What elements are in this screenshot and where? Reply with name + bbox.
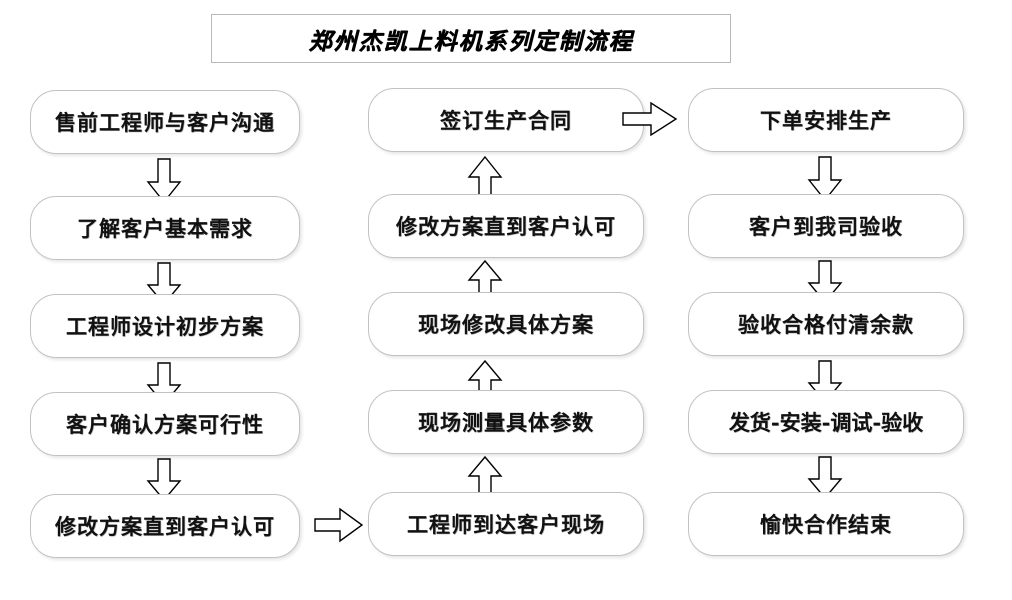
node-label: 现场修改具体方案: [418, 312, 594, 337]
node-label: 愉快合作结束: [760, 512, 892, 537]
node-col2-row4[interactable]: 现场测量具体参数: [368, 390, 644, 454]
node-label: 客户确认方案可行性: [66, 412, 264, 437]
node-col1-row2[interactable]: 了解客户基本需求: [30, 196, 300, 260]
node-col3-row1[interactable]: 下单安排生产: [688, 88, 964, 152]
node-label: 验收合格付清余款: [738, 312, 914, 337]
node-label: 发货-安装-调试-验收: [728, 410, 924, 435]
node-col1-row5[interactable]: 修改方案直到客户认可: [30, 494, 300, 558]
node-label: 工程师到达客户现场: [407, 512, 605, 537]
node-label: 修改方案直到客户认可: [55, 514, 275, 539]
chart-title-text: 郑州杰凯上料机系列定制流程: [308, 27, 634, 55]
node-label: 现场测量具体参数: [418, 410, 594, 435]
node-col3-row5[interactable]: 愉快合作结束: [688, 492, 964, 556]
node-col2-row5[interactable]: 工程师到达客户现场: [368, 492, 644, 556]
node-label: 下单安排生产: [760, 108, 892, 133]
node-col2-row2[interactable]: 修改方案直到客户认可: [368, 194, 644, 258]
node-col3-row2[interactable]: 客户到我司验收: [688, 194, 964, 258]
node-label: 修改方案直到客户认可: [396, 214, 616, 239]
node-col3-row4[interactable]: 发货-安装-调试-验收: [688, 390, 964, 454]
node-label: 客户到我司验收: [749, 214, 903, 239]
node-label: 签订生产合同: [440, 108, 572, 133]
node-col1-row4[interactable]: 客户确认方案可行性: [30, 392, 300, 456]
node-col3-row3[interactable]: 验收合格付清余款: [688, 292, 964, 356]
node-col1-row1[interactable]: 售前工程师与客户沟通: [30, 90, 300, 154]
node-col2-row1[interactable]: 签订生产合同: [368, 88, 644, 152]
node-label: 了解客户基本需求: [77, 216, 253, 241]
node-col2-row3[interactable]: 现场修改具体方案: [368, 292, 644, 356]
chart-title-box: 郑州杰凯上料机系列定制流程: [211, 14, 731, 63]
node-col1-row3[interactable]: 工程师设计初步方案: [30, 294, 300, 358]
arrow-col1-to-col2-right: [314, 507, 364, 544]
node-label: 售前工程师与客户沟通: [55, 110, 275, 135]
node-label: 工程师设计初步方案: [66, 314, 264, 339]
